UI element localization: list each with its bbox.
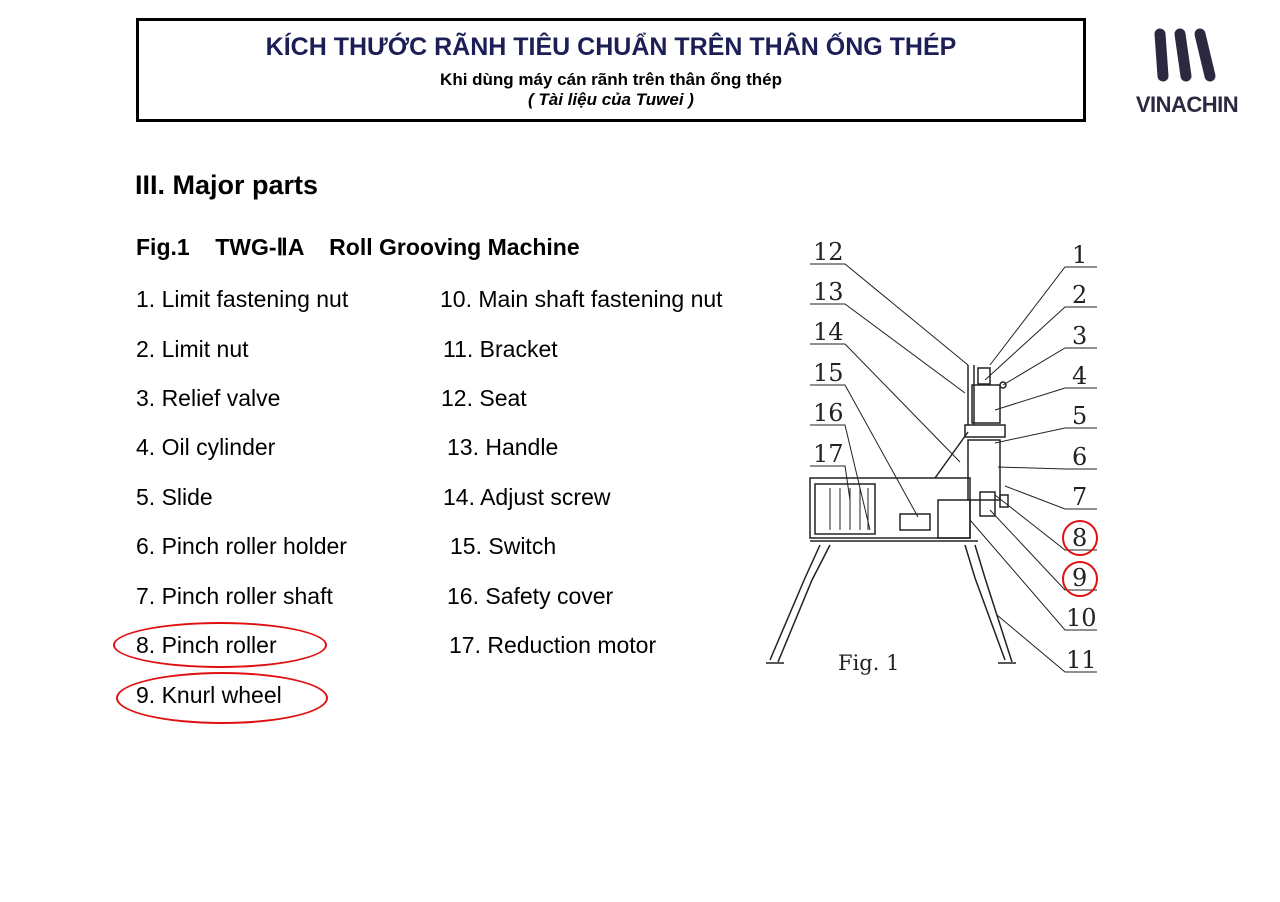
leader-lines bbox=[810, 263, 1097, 673]
callout-14: 14 bbox=[813, 318, 844, 346]
figure-title: Fig.1 TWG-ⅡA Roll Grooving Machine bbox=[136, 234, 580, 260]
vinachin-logo: VINACHIN bbox=[1128, 26, 1246, 121]
callout-11: 11 bbox=[1066, 646, 1097, 674]
part-item: 3. Relief valve bbox=[136, 385, 281, 411]
callout-9: 9 bbox=[1072, 564, 1087, 592]
part-item: 11. Bracket bbox=[443, 336, 558, 362]
callout-15: 15 bbox=[813, 359, 844, 387]
part-item: 7. Pinch roller shaft bbox=[136, 583, 333, 609]
part-item: 16. Safety cover bbox=[447, 583, 614, 609]
part-item: 14. Adjust screw bbox=[443, 484, 611, 510]
highlight-oval bbox=[116, 672, 328, 724]
part-item: 17. Reduction motor bbox=[449, 632, 657, 658]
figure-caption: Fig. 1 bbox=[838, 651, 899, 675]
logo-mark-icon bbox=[1154, 28, 1216, 82]
callout-17: 17 bbox=[813, 440, 844, 468]
callout-2: 2 bbox=[1072, 281, 1087, 309]
part-item: 12. Seat bbox=[441, 385, 527, 411]
callout-13: 13 bbox=[813, 278, 844, 306]
callout-12: 12 bbox=[813, 238, 844, 266]
part-item: 5. Slide bbox=[136, 484, 213, 510]
part-item: 4. Oil cylinder bbox=[136, 434, 276, 460]
part-item: 1. Limit fastening nut bbox=[136, 286, 349, 312]
callout-5: 5 bbox=[1072, 402, 1087, 430]
highlight-oval bbox=[113, 622, 327, 668]
part-item: 2. Limit nut bbox=[136, 336, 249, 362]
callout-8: 8 bbox=[1072, 524, 1087, 552]
part-item: 10. Main shaft fastening nut bbox=[440, 286, 723, 312]
callout-6: 6 bbox=[1072, 443, 1087, 471]
callout-3: 3 bbox=[1072, 322, 1087, 350]
header-title: KÍCH THƯỚC RÃNH TIÊU CHUẨN TRÊN THÂN ỐNG… bbox=[265, 33, 957, 61]
machine-drawing bbox=[766, 365, 1016, 664]
part-item: 15. Switch bbox=[450, 533, 557, 559]
callout-7: 7 bbox=[1072, 483, 1087, 511]
header-box: KÍCH THƯỚC RÃNH TIÊU CHUẨN TRÊN THÂN ỐNG… bbox=[136, 18, 1086, 122]
highlight-circle-8 bbox=[1062, 520, 1098, 556]
section-title: III. Major parts bbox=[135, 170, 319, 200]
callout-10: 10 bbox=[1066, 604, 1097, 632]
highlight-circle-9 bbox=[1062, 561, 1098, 597]
part-item: 6. Pinch roller holder bbox=[136, 533, 347, 559]
part-item: 13. Handle bbox=[447, 434, 559, 460]
logo-text: VINACHIN bbox=[1135, 92, 1239, 117]
callout-16: 16 bbox=[813, 399, 844, 427]
header-subtitle: Khi dùng máy cán rãnh trên thân ống thép bbox=[440, 70, 782, 89]
callout-4: 4 bbox=[1072, 362, 1087, 390]
header-source: ( Tài liệu của Tuwei ) bbox=[528, 90, 694, 109]
callout-1: 1 bbox=[1072, 241, 1087, 269]
